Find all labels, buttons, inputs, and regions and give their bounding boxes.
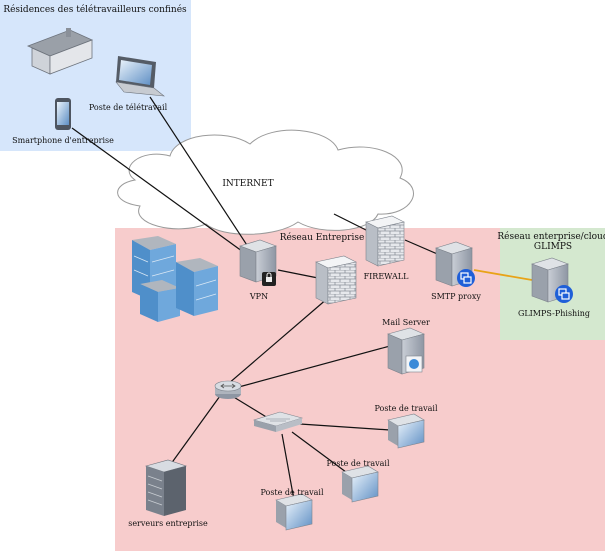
link-switch-ws2 xyxy=(291,431,351,476)
mail-server-label: Mail Server xyxy=(382,318,430,327)
workstation-3-icon xyxy=(275,493,313,531)
zone-enterprise-title: Réseau Entreprise xyxy=(280,232,365,243)
laptop-icon xyxy=(115,56,165,97)
vpn-server-icon xyxy=(239,239,277,283)
servers-rack-icon xyxy=(144,459,188,516)
smartphone-icon xyxy=(55,98,71,130)
vpn-label: VPN xyxy=(249,292,268,301)
link-router-mail xyxy=(234,345,391,389)
mail-server-icon xyxy=(387,327,425,375)
smtp-proxy-badge-icon xyxy=(457,269,475,287)
servers-label: serveurs entreprise xyxy=(128,519,208,528)
zone-home xyxy=(0,0,191,151)
firewall-label: FIREWALL xyxy=(364,272,409,281)
laptop-label: Poste de télétravail xyxy=(89,103,168,112)
router-icon xyxy=(214,380,242,399)
link-smtp-glimps xyxy=(473,269,533,281)
switch-icon xyxy=(252,411,304,432)
zone-home-title: Résidences des télétravailleurs confinés xyxy=(3,4,187,15)
workstation-2-icon xyxy=(341,465,379,503)
zone-cloud-title-line2: GLIMPS xyxy=(534,242,572,252)
workstation-1-label: Poste de travail xyxy=(374,404,438,413)
workstation-2-label: Poste de travail xyxy=(326,459,390,468)
link-innerfw-router xyxy=(227,297,329,385)
workstation-3-label: Poste de travail xyxy=(260,488,324,497)
building-icon xyxy=(132,236,218,322)
internet-label: INTERNET xyxy=(222,179,273,189)
link-laptop-vpn xyxy=(149,96,259,263)
link-router-switch xyxy=(231,395,269,419)
internet-cloud xyxy=(117,129,414,235)
link-router-servers xyxy=(167,395,221,469)
link-switch-ws1 xyxy=(299,423,391,431)
house-icon xyxy=(26,28,94,75)
zone-cloud-title-line1: Réseau enterprise/cloud xyxy=(497,231,605,242)
workstation-1-icon xyxy=(387,413,425,449)
inner-firewall-icon xyxy=(315,255,357,305)
glimps-badge-icon xyxy=(555,285,573,303)
link-phone-vpn xyxy=(71,127,247,255)
link-switch-ws3 xyxy=(281,433,295,501)
link-internet-firewall xyxy=(333,213,371,233)
smtp-proxy-label: SMTP proxy xyxy=(431,292,481,301)
firewall-icon xyxy=(365,215,405,267)
vpn-lock-icon xyxy=(262,272,276,286)
link-vpn-innerfw xyxy=(277,269,319,279)
smartphone-label: Smartphone d'entreprise xyxy=(12,136,114,145)
glimps-label: GLIMPS-Phishing xyxy=(518,309,590,318)
